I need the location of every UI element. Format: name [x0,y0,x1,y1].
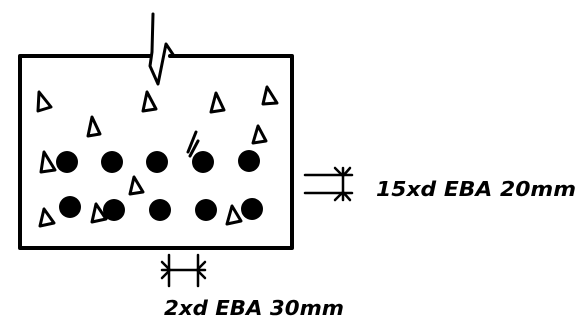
rebar-bar [146,151,168,173]
aggregate-mark [225,204,243,226]
aggregate-mark [209,91,226,114]
aggregate-mark [39,150,57,174]
rebar-bar [195,199,217,221]
rebar-top-row [56,150,260,173]
aggregate-mark [128,175,145,196]
aggregate-mark [90,202,108,224]
rebar-bar [241,198,263,220]
section-outline [18,54,294,250]
rebar-bar [238,150,260,172]
dimension-arrow-icon [160,260,207,280]
vertical-spacing-label: 15xd EBA 20mm [376,177,576,201]
rebar-bar [59,196,81,218]
rebar-bar [192,151,214,173]
aggregate-mark [251,124,268,145]
aggregate-mark [38,207,56,228]
vertical-spacing-dimension: 15xd EBA 20mm [303,166,576,202]
rebar-bar [56,151,78,173]
horizontal-spacing-label: 2xd EBA 30mm [164,296,344,320]
aggregate-mark [261,85,279,106]
dimension-arrow-icon [333,166,352,202]
horizontal-spacing-dimension: 2xd EBA 30mm [160,253,344,320]
aggregate-mark [36,90,53,113]
rebar-bar [101,151,123,173]
aggregate-mark [186,130,200,158]
rebar-bar [149,199,171,221]
rebar-bottom-row [59,196,263,221]
aggregate-mark [86,115,102,138]
break-line-symbol [148,12,176,86]
aggregate-mark [141,90,158,113]
rebar-bar [103,199,125,221]
concrete-section [18,12,294,250]
aggregate-marks [36,85,279,228]
